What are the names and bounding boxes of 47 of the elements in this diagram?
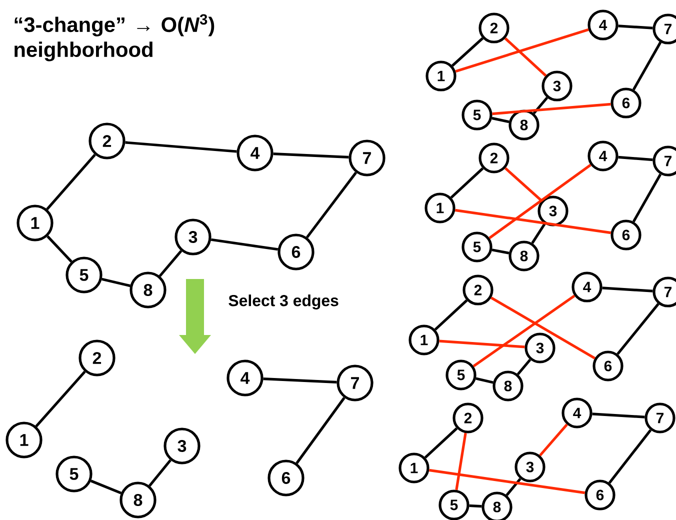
edge-line [592,412,645,418]
edge-line [531,223,546,244]
highlighted-edge [454,208,612,234]
highlighted-edge [455,432,467,490]
highlighted-edge [492,102,611,116]
edge-line [602,286,653,292]
edge-line [90,480,122,494]
edge-line [618,156,653,162]
edge-line [35,370,86,428]
edge-line [434,299,468,331]
edge-line [632,174,662,222]
edge-line [476,377,494,384]
edge-line [450,167,484,199]
edge-line [608,429,652,484]
edge-line [148,459,172,487]
highlighted-edge [504,167,542,202]
highlighted-edge [504,37,547,77]
edge-line [102,278,130,288]
caption-text: Select 3 edges [228,294,338,310]
edge-line [469,504,482,508]
edge-line [263,378,337,384]
edge-line [616,303,660,355]
edge-line [492,248,510,254]
edge-line [632,42,662,90]
edge-line [125,141,237,153]
edge-line [46,235,72,263]
highlighted-edge [428,468,586,494]
highlighted-edge [488,164,592,240]
highlighted-edge [439,340,525,348]
edge-line [306,172,358,238]
edge-line [424,427,458,459]
highlighted-edge [490,296,596,360]
edge-line [296,397,346,464]
edge-line [273,152,349,158]
highlighted-edge [472,294,576,368]
highlighted-edge [455,28,589,73]
edge-line [516,358,532,376]
edge-line [492,116,510,124]
edge-line [506,478,522,496]
edge-line [210,238,278,251]
edge-line [451,37,484,67]
edge-line [158,250,182,277]
edge-line [46,154,96,210]
edge-line [532,96,548,114]
highlighted-edge [539,424,568,456]
edge-line [618,24,653,30]
title: “3-change” → O(N$^{3}$) neighborhood [14,14,214,62]
